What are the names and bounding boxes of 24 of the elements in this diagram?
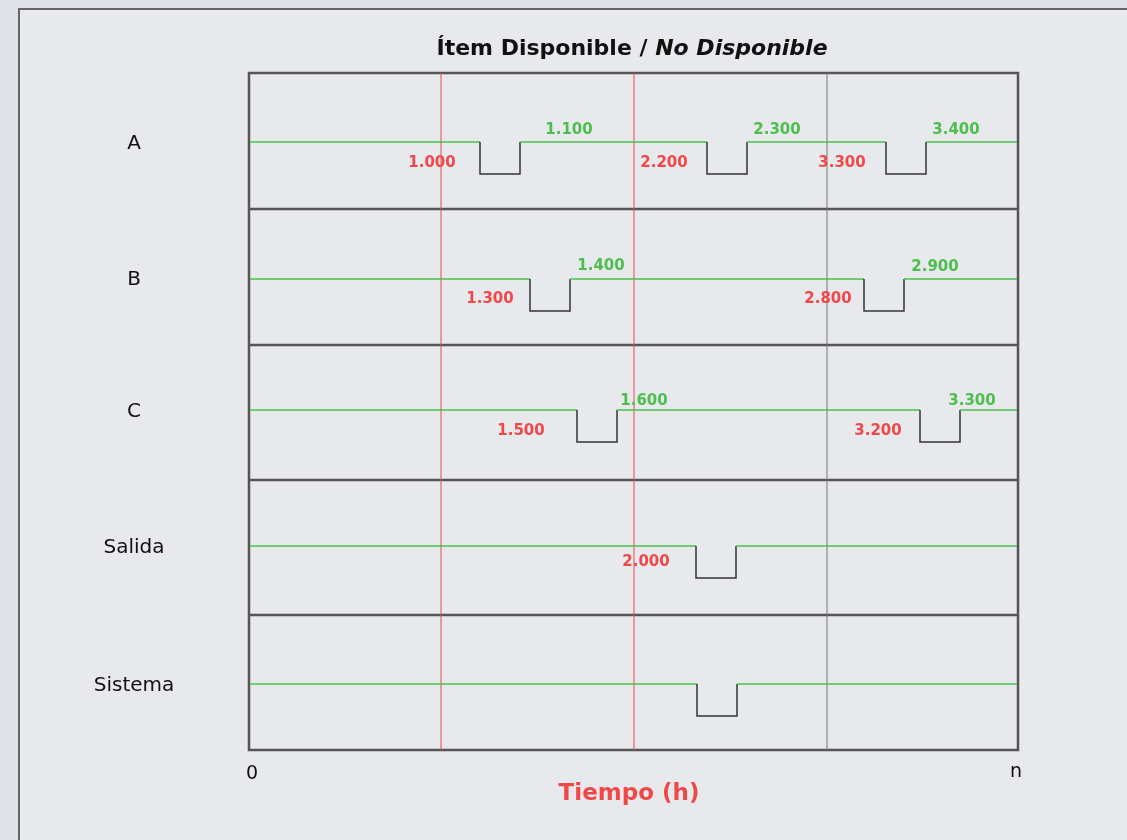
- value-label: 2.000: [622, 552, 670, 570]
- value-label: 1.500: [497, 421, 545, 439]
- value-label: 1.600: [620, 391, 668, 409]
- row-label: Salida: [103, 534, 165, 558]
- value-label: 2.300: [753, 120, 801, 138]
- axis-title: Tiempo (h): [558, 779, 700, 805]
- value-label: 2.200: [640, 153, 688, 171]
- axis-tick-label: 0: [245, 761, 259, 783]
- value-label: 1.000: [408, 153, 456, 171]
- value-label: 3.400: [932, 120, 980, 138]
- value-label: 1.300: [466, 289, 514, 307]
- row-label: C: [127, 398, 141, 422]
- value-label: 3.200: [854, 421, 902, 439]
- value-label: 1.400: [577, 256, 625, 274]
- value-label: 2.800: [804, 289, 852, 307]
- value-label: 1.100: [545, 120, 593, 138]
- value-label: 3.300: [948, 391, 996, 409]
- value-label: 3.300: [818, 153, 866, 171]
- row-label: Sistema: [93, 672, 175, 696]
- value-label: 2.900: [911, 257, 959, 275]
- row-label: A: [127, 130, 141, 154]
- chart-title: Ítem Disponible / No Disponible: [436, 34, 828, 60]
- axis-tick-label: n: [1010, 759, 1022, 781]
- row-label: B: [127, 266, 141, 290]
